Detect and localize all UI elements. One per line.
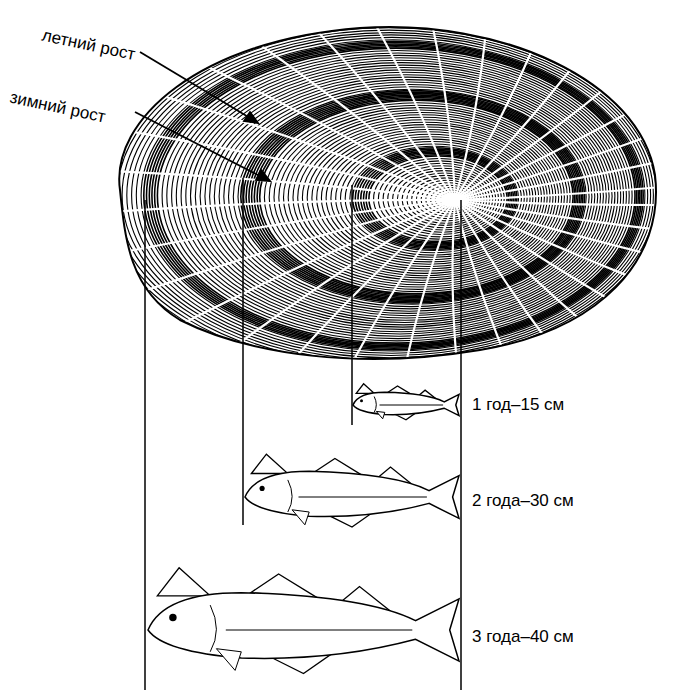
- fish-body: [245, 471, 459, 518]
- radial-line: [455, 115, 677, 200]
- radial-line: [455, 29, 677, 200]
- fish-gill: [210, 605, 412, 652]
- growth-ring: [98, 18, 670, 371]
- fish: [245, 454, 459, 527]
- scale-focus: [448, 193, 462, 207]
- fish: [148, 568, 459, 674]
- radial-line: [78, 200, 456, 314]
- growth-ring: [127, 33, 654, 358]
- growth-ring: [132, 35, 651, 356]
- fish-eye: [360, 399, 363, 402]
- age-length-label: 2 года–30 см: [470, 492, 576, 511]
- growth-ring: [157, 48, 635, 343]
- growth-ring: [108, 23, 665, 367]
- radial-line: [455, 200, 677, 250]
- fish-fin: [292, 510, 309, 525]
- growth-ring: [147, 43, 642, 349]
- fish-eye: [169, 614, 176, 621]
- season-label: летний рост: [38, 26, 139, 65]
- radial-line: [258, 0, 455, 200]
- radial-line: [49, 200, 455, 267]
- growth-ring: [136, 37, 647, 353]
- leader-arrows: [135, 52, 270, 181]
- radial-line: [88, 74, 455, 200]
- fish-fin: [216, 649, 241, 671]
- fish-eye: [260, 486, 265, 491]
- season-label: зимний рост: [6, 88, 109, 127]
- radial-line: [455, 200, 677, 381]
- radial-line: [36, 200, 455, 218]
- fish-figures: [148, 384, 459, 674]
- age-length-label: 3 года–40 см: [470, 628, 576, 647]
- radial-line: [455, 200, 677, 413]
- radial-line: [455, 0, 677, 200]
- growth-rings: [36, 0, 677, 460]
- radial-line: [455, 200, 626, 438]
- radial-line: [455, 200, 550, 453]
- age-length-label: 1 год–15 см: [470, 396, 566, 415]
- fish-gill: [374, 397, 443, 413]
- measure-lines: [145, 178, 461, 690]
- growth-ring: [103, 20, 668, 369]
- fish-body: [353, 392, 459, 415]
- radial-line: [455, 200, 677, 205]
- growth-ring: [113, 25, 662, 364]
- fish-fin: [376, 411, 385, 418]
- fish-body: [148, 593, 459, 661]
- fish: [353, 384, 459, 420]
- radial-line: [56, 120, 455, 200]
- growth-ring: [144, 41, 643, 349]
- radial-line: [455, 200, 677, 342]
- fish-gill: [288, 480, 427, 512]
- growth-ring: [122, 30, 656, 360]
- growth-ring: [117, 28, 659, 363]
- growth-ring: [155, 47, 637, 345]
- radial-line: [455, 164, 677, 200]
- radial-line: [174, 200, 455, 393]
- growth-ring: [141, 40, 645, 351]
- growth-ring: [149, 44, 640, 347]
- radial-line: [191, 0, 455, 200]
- scale-outline: [119, 27, 656, 359]
- scale-ground: [100, 10, 670, 380]
- radial-line: [389, 200, 455, 457]
- growth-ring: [94, 16, 674, 374]
- radial-line: [239, 200, 455, 423]
- radial-line: [133, 33, 455, 200]
- growth-ring: [152, 45, 638, 345]
